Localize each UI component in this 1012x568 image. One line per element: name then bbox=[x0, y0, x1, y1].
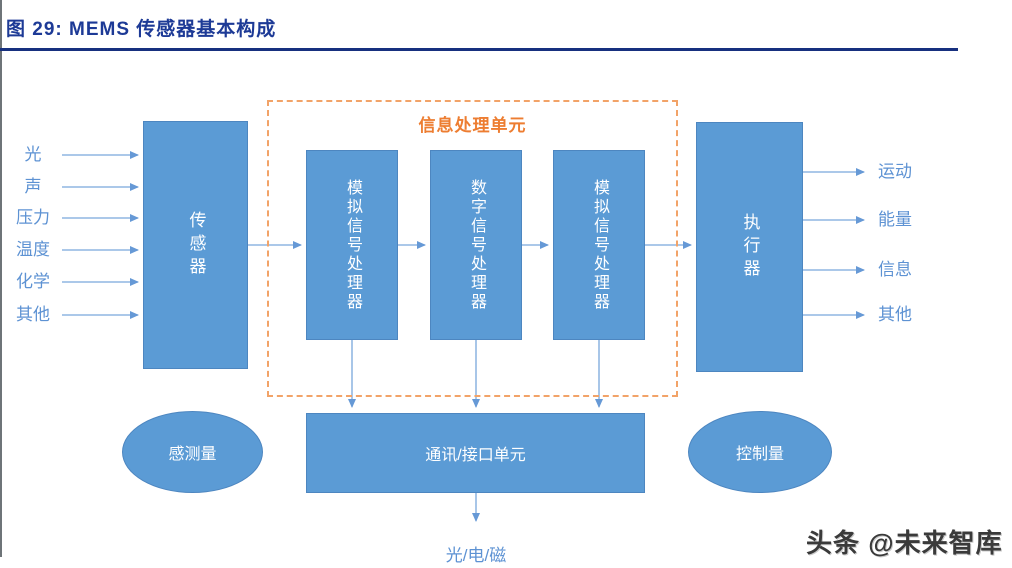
sensed-quantity-ellipse: 感测量 bbox=[122, 411, 263, 493]
sensor-box: 传感器 bbox=[143, 121, 248, 369]
actuator-box-label: 执行器 bbox=[740, 212, 760, 282]
input-label-pressure: 压力 bbox=[16, 208, 50, 227]
analog-signal-processor-box-1: 模拟信号处理器 bbox=[306, 150, 398, 340]
digital-signal-processor-box: 数字信号处理器 bbox=[430, 150, 522, 340]
input-label-temperature: 温度 bbox=[16, 240, 50, 259]
watermark-text: 头条 @未来智库 bbox=[806, 528, 1003, 558]
analog-signal-processor-label-2: 模拟信号处理器 bbox=[591, 178, 608, 312]
left-border-rule bbox=[0, 0, 2, 557]
bottom-output-label: 光/电/磁 bbox=[445, 546, 507, 565]
sensor-box-label: 传感器 bbox=[186, 210, 206, 280]
figure-title: 图 29: MEMS 传感器基本构成 bbox=[6, 19, 277, 40]
input-label-chemical: 化学 bbox=[16, 272, 50, 291]
processing-unit-label: 信息处理单元 bbox=[418, 116, 527, 135]
actuator-box: 执行器 bbox=[696, 122, 803, 372]
output-label-other: 其他 bbox=[878, 305, 912, 324]
input-label-other: 其他 bbox=[16, 305, 50, 324]
control-quantity-ellipse: 控制量 bbox=[688, 411, 832, 493]
title-underline bbox=[0, 48, 958, 51]
input-label-light: 光 bbox=[24, 145, 42, 164]
analog-signal-processor-label-1: 模拟信号处理器 bbox=[344, 178, 361, 312]
analog-signal-processor-box-2: 模拟信号处理器 bbox=[553, 150, 645, 340]
output-label-motion: 运动 bbox=[878, 162, 912, 181]
output-label-energy: 能量 bbox=[878, 210, 912, 229]
output-label-information: 信息 bbox=[878, 260, 912, 279]
comm-interface-unit-label: 通讯/接口单元 bbox=[425, 447, 526, 464]
input-label-sound: 声 bbox=[24, 177, 42, 196]
control-quantity-label: 控制量 bbox=[735, 446, 784, 463]
sensed-quantity-label: 感测量 bbox=[168, 446, 217, 463]
digital-signal-processor-label: 数字信号处理器 bbox=[468, 178, 485, 312]
processing-unit-region bbox=[267, 100, 678, 397]
comm-interface-unit-box: 通讯/接口单元 bbox=[306, 413, 645, 493]
